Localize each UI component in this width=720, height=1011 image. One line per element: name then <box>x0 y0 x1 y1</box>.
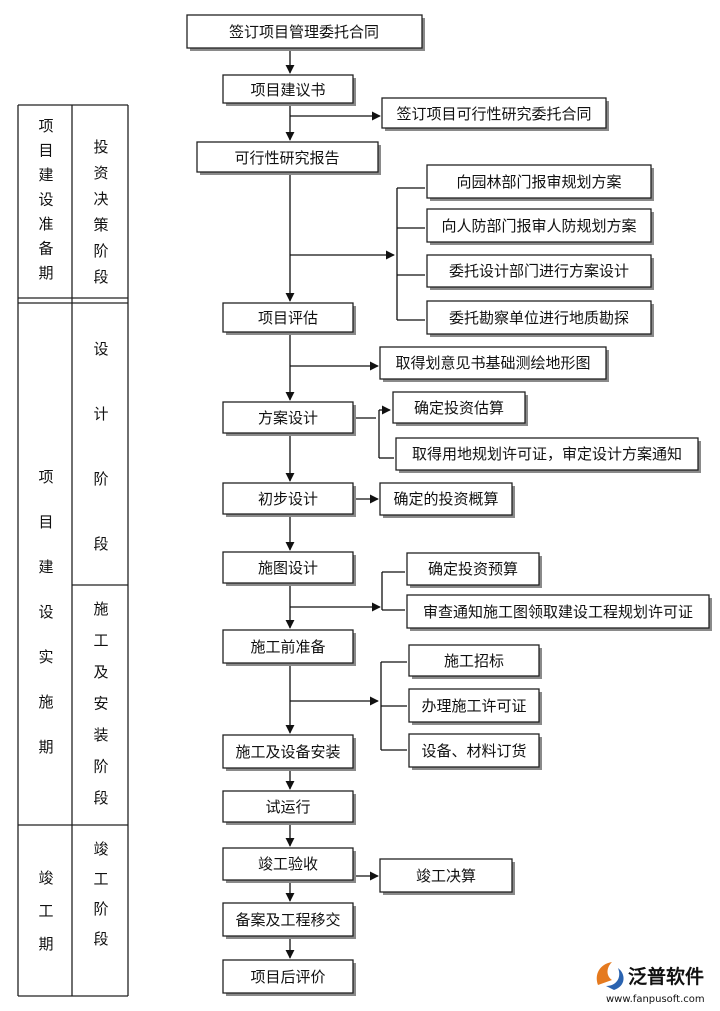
node-report-civil-defense: 向人防部门报审人防规划方案 <box>426 208 654 245</box>
node-commission-design: 委托设计部门进行方案设计 <box>426 254 654 290</box>
node-sign-contract: 签订项目管理委托合同 <box>186 14 425 51</box>
node-acceptance: 竣工验收 <box>222 847 356 883</box>
node-confirm-estimate: 确定投资估算 <box>392 391 528 426</box>
phase-completion-period: 竣工期 <box>38 869 53 953</box>
connectors <box>285 49 425 959</box>
node-feasibility-report: 可行性研究报告 <box>196 141 381 175</box>
phase-decision-stage: 投资决策阶段 <box>93 138 108 286</box>
node-construction-drawing-label: 施图设计 <box>258 559 318 577</box>
node-commission-survey: 委托勘察单位进行地质勘探 <box>426 300 654 337</box>
node-confirm-budget-estimate-label: 确定的投资概算 <box>393 490 498 508</box>
node-pre-construction: 施工前准备 <box>222 629 356 666</box>
node-report-landscape: 向园林部门报审规划方案 <box>426 164 654 201</box>
node-review-notice: 审查通知施工图领取建设工程规划许可证 <box>406 594 712 631</box>
phase-construction-stage: 施工及安装阶段 <box>93 600 108 807</box>
node-commission-design-label: 委托设计部门进行方案设计 <box>449 262 629 280</box>
node-installation-label: 施工及设备安装 <box>235 743 340 761</box>
logo-name: 泛普软件 <box>628 965 704 988</box>
node-sign-feasibility-contract-label: 签订项目可行性研究委托合同 <box>396 105 591 123</box>
node-confirm-budget-label: 确定投资预算 <box>428 560 518 578</box>
node-feasibility-report-label: 可行性研究报告 <box>234 149 339 167</box>
node-ordering-label: 设备、材料订货 <box>421 742 526 760</box>
fanpu-logo-icon <box>596 962 624 990</box>
node-scheme-design: 方案设计 <box>222 401 356 436</box>
node-bidding-label: 施工招标 <box>444 652 504 670</box>
node-preliminary-design: 初步设计 <box>222 482 356 517</box>
node-trial-run-label: 试运行 <box>265 798 310 816</box>
logo: 泛普软件 www.fanpusoft.com <box>596 962 705 1005</box>
node-confirm-estimate-label: 确定投资估算 <box>414 399 504 417</box>
node-final-settlement: 竣工决算 <box>379 858 515 895</box>
node-obtain-opinion-label: 取得划意见书基础测绘地形图 <box>395 354 590 372</box>
node-preliminary-design-label: 初步设计 <box>258 490 318 508</box>
node-sign-feasibility-contract: 签订项目可行性研究委托合同 <box>381 97 609 131</box>
node-sign-contract-label: 签订项目管理委托合同 <box>229 23 379 41</box>
node-confirm-budget-estimate: 确定的投资概算 <box>379 482 515 518</box>
phase-implementation-period: 项目建设实施期 <box>38 468 53 756</box>
node-post-evaluation-label: 项目后评价 <box>250 968 325 986</box>
node-obtain-opinion: 取得划意见书基础测绘地形图 <box>379 346 609 382</box>
node-obtain-land-permit: 取得用地规划许可证，审定设计方案通知 <box>395 437 701 473</box>
logo-url: www.fanpusoft.com <box>606 994 705 1005</box>
node-proposal: 项目建议书 <box>222 74 356 106</box>
node-confirm-budget: 确定投资预算 <box>406 552 542 588</box>
node-report-landscape-label: 向园林部门报审规划方案 <box>456 173 621 191</box>
node-construction-drawing: 施图设计 <box>222 551 356 586</box>
node-scheme-design-label: 方案设计 <box>258 409 318 427</box>
node-proposal-label: 项目建议书 <box>250 81 325 99</box>
node-project-evaluation: 项目评估 <box>222 302 356 335</box>
node-post-evaluation: 项目后评价 <box>222 959 356 996</box>
node-construction-permit-label: 办理施工许可证 <box>421 697 526 715</box>
phase-completion-stage: 竣工阶段 <box>93 840 108 948</box>
phase-frames <box>17 104 129 997</box>
node-obtain-land-permit-label: 取得用地规划许可证，审定设计方案通知 <box>412 445 682 463</box>
node-pre-construction-label: 施工前准备 <box>250 638 325 656</box>
node-report-civil-defense-label: 向人防部门报审人防规划方案 <box>441 217 636 235</box>
node-review-notice-label: 审查通知施工图领取建设工程规划许可证 <box>423 603 693 621</box>
node-acceptance-label: 竣工验收 <box>258 855 318 873</box>
node-trial-run: 试运行 <box>222 790 356 825</box>
node-construction-permit: 办理施工许可证 <box>408 688 542 725</box>
phase-design-stage: 设计阶段 <box>93 340 108 553</box>
node-project-evaluation-label: 项目评估 <box>258 309 318 327</box>
phase-prep-period: 项目建设准备期 <box>38 117 53 282</box>
node-ordering: 设备、材料订货 <box>408 733 542 770</box>
node-bidding: 施工招标 <box>408 644 542 679</box>
node-commission-survey-label: 委托勘察单位进行地质勘探 <box>449 309 629 327</box>
node-final-settlement-label: 竣工决算 <box>416 867 476 885</box>
node-filing-handover-label: 备案及工程移交 <box>235 911 340 929</box>
node-filing-handover: 备案及工程移交 <box>222 902 356 939</box>
node-installation: 施工及设备安装 <box>222 734 356 771</box>
